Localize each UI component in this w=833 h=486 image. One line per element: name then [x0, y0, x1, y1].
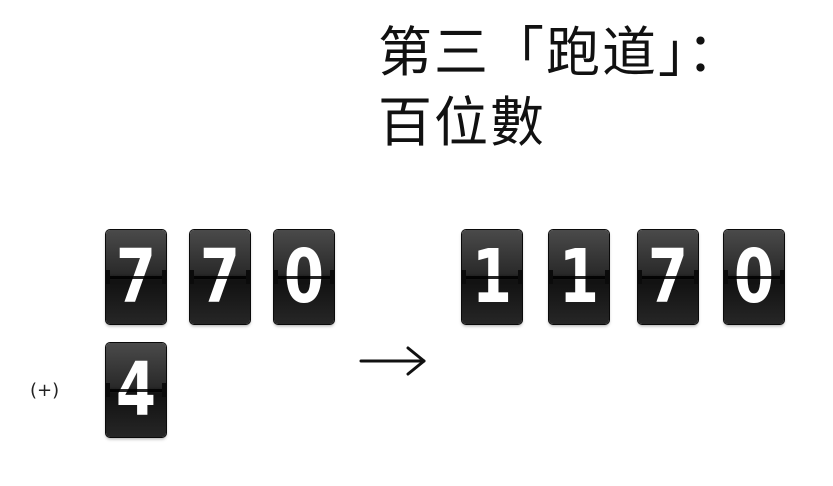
- right-arrow-icon: [359, 346, 426, 376]
- flip-digit-result-thousands: 1: [462, 230, 522, 324]
- title-line-1: 第三「跑道」：: [378, 21, 743, 84]
- plus-operator-label: (+): [30, 380, 60, 401]
- title-line-2: 百位數: [378, 91, 546, 154]
- flip-digit-addend2-hundreds: 4: [106, 343, 166, 437]
- slide-title: 第三「跑道」： 百位數: [378, 18, 818, 158]
- flip-digit-addend1-ones: 0: [274, 230, 334, 324]
- flip-digit-result-ones: 0: [724, 230, 784, 324]
- flip-digit-addend1-hundreds: 7: [106, 230, 166, 324]
- flip-digit-addend1-tens: 7: [190, 230, 250, 324]
- flip-digit-result-tens: 7: [638, 230, 698, 324]
- flip-digit-result-hundreds: 1: [549, 230, 609, 324]
